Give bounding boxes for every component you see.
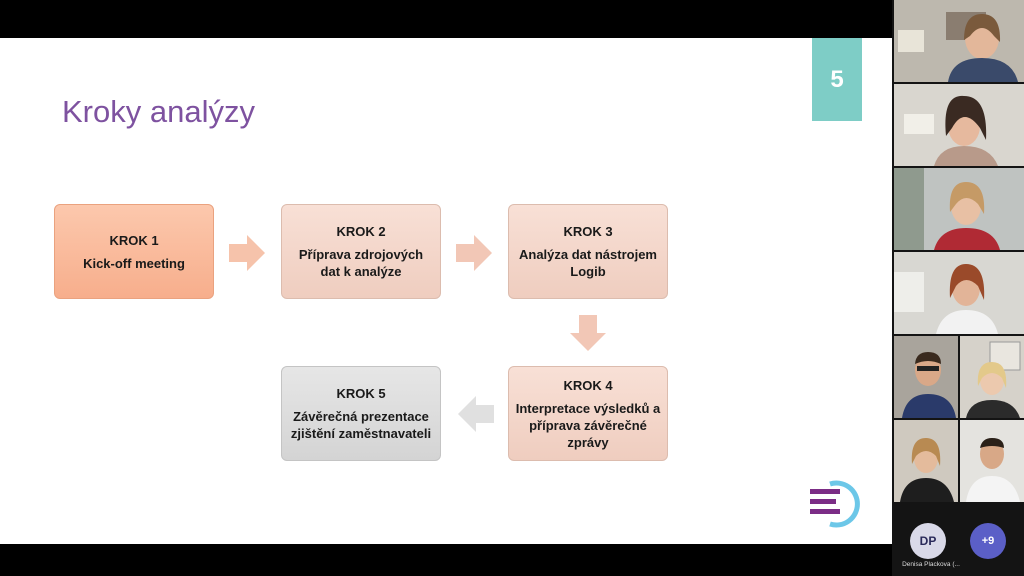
step-title: KROK 3: [563, 224, 613, 239]
participant-video: [960, 420, 1024, 502]
participant-video: [894, 336, 958, 418]
step-box-5: KROK 5 Závěrečná prezentace zjištění zam…: [281, 366, 441, 461]
participant-video-tile[interactable]: [960, 336, 1024, 418]
step-text: Interpretace výsledků a příprava závěreč…: [515, 400, 661, 450]
participant-video: [894, 168, 1024, 250]
participant-video: [894, 252, 1024, 334]
step-title: KROK 5: [336, 386, 386, 401]
participant-video-tile[interactable]: [894, 84, 1024, 166]
participant-video: [894, 84, 1024, 166]
participant-video-tile[interactable]: [894, 252, 1024, 334]
participant-video: [894, 0, 1024, 82]
arrow-right-icon: [229, 235, 265, 271]
participant-video-tile[interactable]: [894, 336, 958, 418]
slide-number: 5: [812, 38, 862, 121]
step-box-3: KROK 3 Analýza dat nástrojem Logib: [508, 204, 668, 299]
participant-name-label: Denisa Plackova (...: [902, 561, 960, 568]
step-title: KROK 2: [336, 224, 386, 239]
presentation-slide: 5 Kroky analýzy KROK 1 Kick-off meeting …: [0, 38, 892, 544]
logo-icon: [810, 480, 860, 528]
step-box-2: KROK 2 Příprava zdrojových dat k analýze: [281, 204, 441, 299]
participant-video-tile[interactable]: [960, 420, 1024, 502]
participant-video: [894, 420, 958, 502]
participant-video: [960, 336, 1024, 418]
participant-initials-avatar[interactable]: DP: [910, 523, 946, 559]
participant-video-tile[interactable]: [894, 420, 958, 502]
step-title: KROK 1: [109, 232, 159, 248]
step-box-4: KROK 4 Interpretace výsledků a příprava …: [508, 366, 668, 461]
participant-video-tile[interactable]: [894, 168, 1024, 250]
step-text: Závěrečná prezentace zjištění zaměstnava…: [290, 409, 432, 441]
slide-title: Kroky analýzy: [62, 94, 255, 129]
step-text: Analýza dat nástrojem Logib: [519, 247, 657, 279]
step-title: KROK 4: [563, 377, 613, 393]
arrow-right-icon: [456, 235, 492, 271]
more-participants-button[interactable]: +9: [970, 523, 1006, 559]
step-box-1: KROK 1 Kick-off meeting: [54, 204, 214, 299]
participants-panel: DP Denisa Plackova (... +9: [892, 0, 1024, 576]
arrow-down-icon: [570, 315, 606, 351]
participant-video-tile[interactable]: [894, 0, 1024, 82]
arrow-left-icon: [458, 396, 494, 432]
step-text: Příprava zdrojových dat k analýze: [298, 247, 424, 279]
step-text: Kick-off meeting: [83, 255, 185, 271]
